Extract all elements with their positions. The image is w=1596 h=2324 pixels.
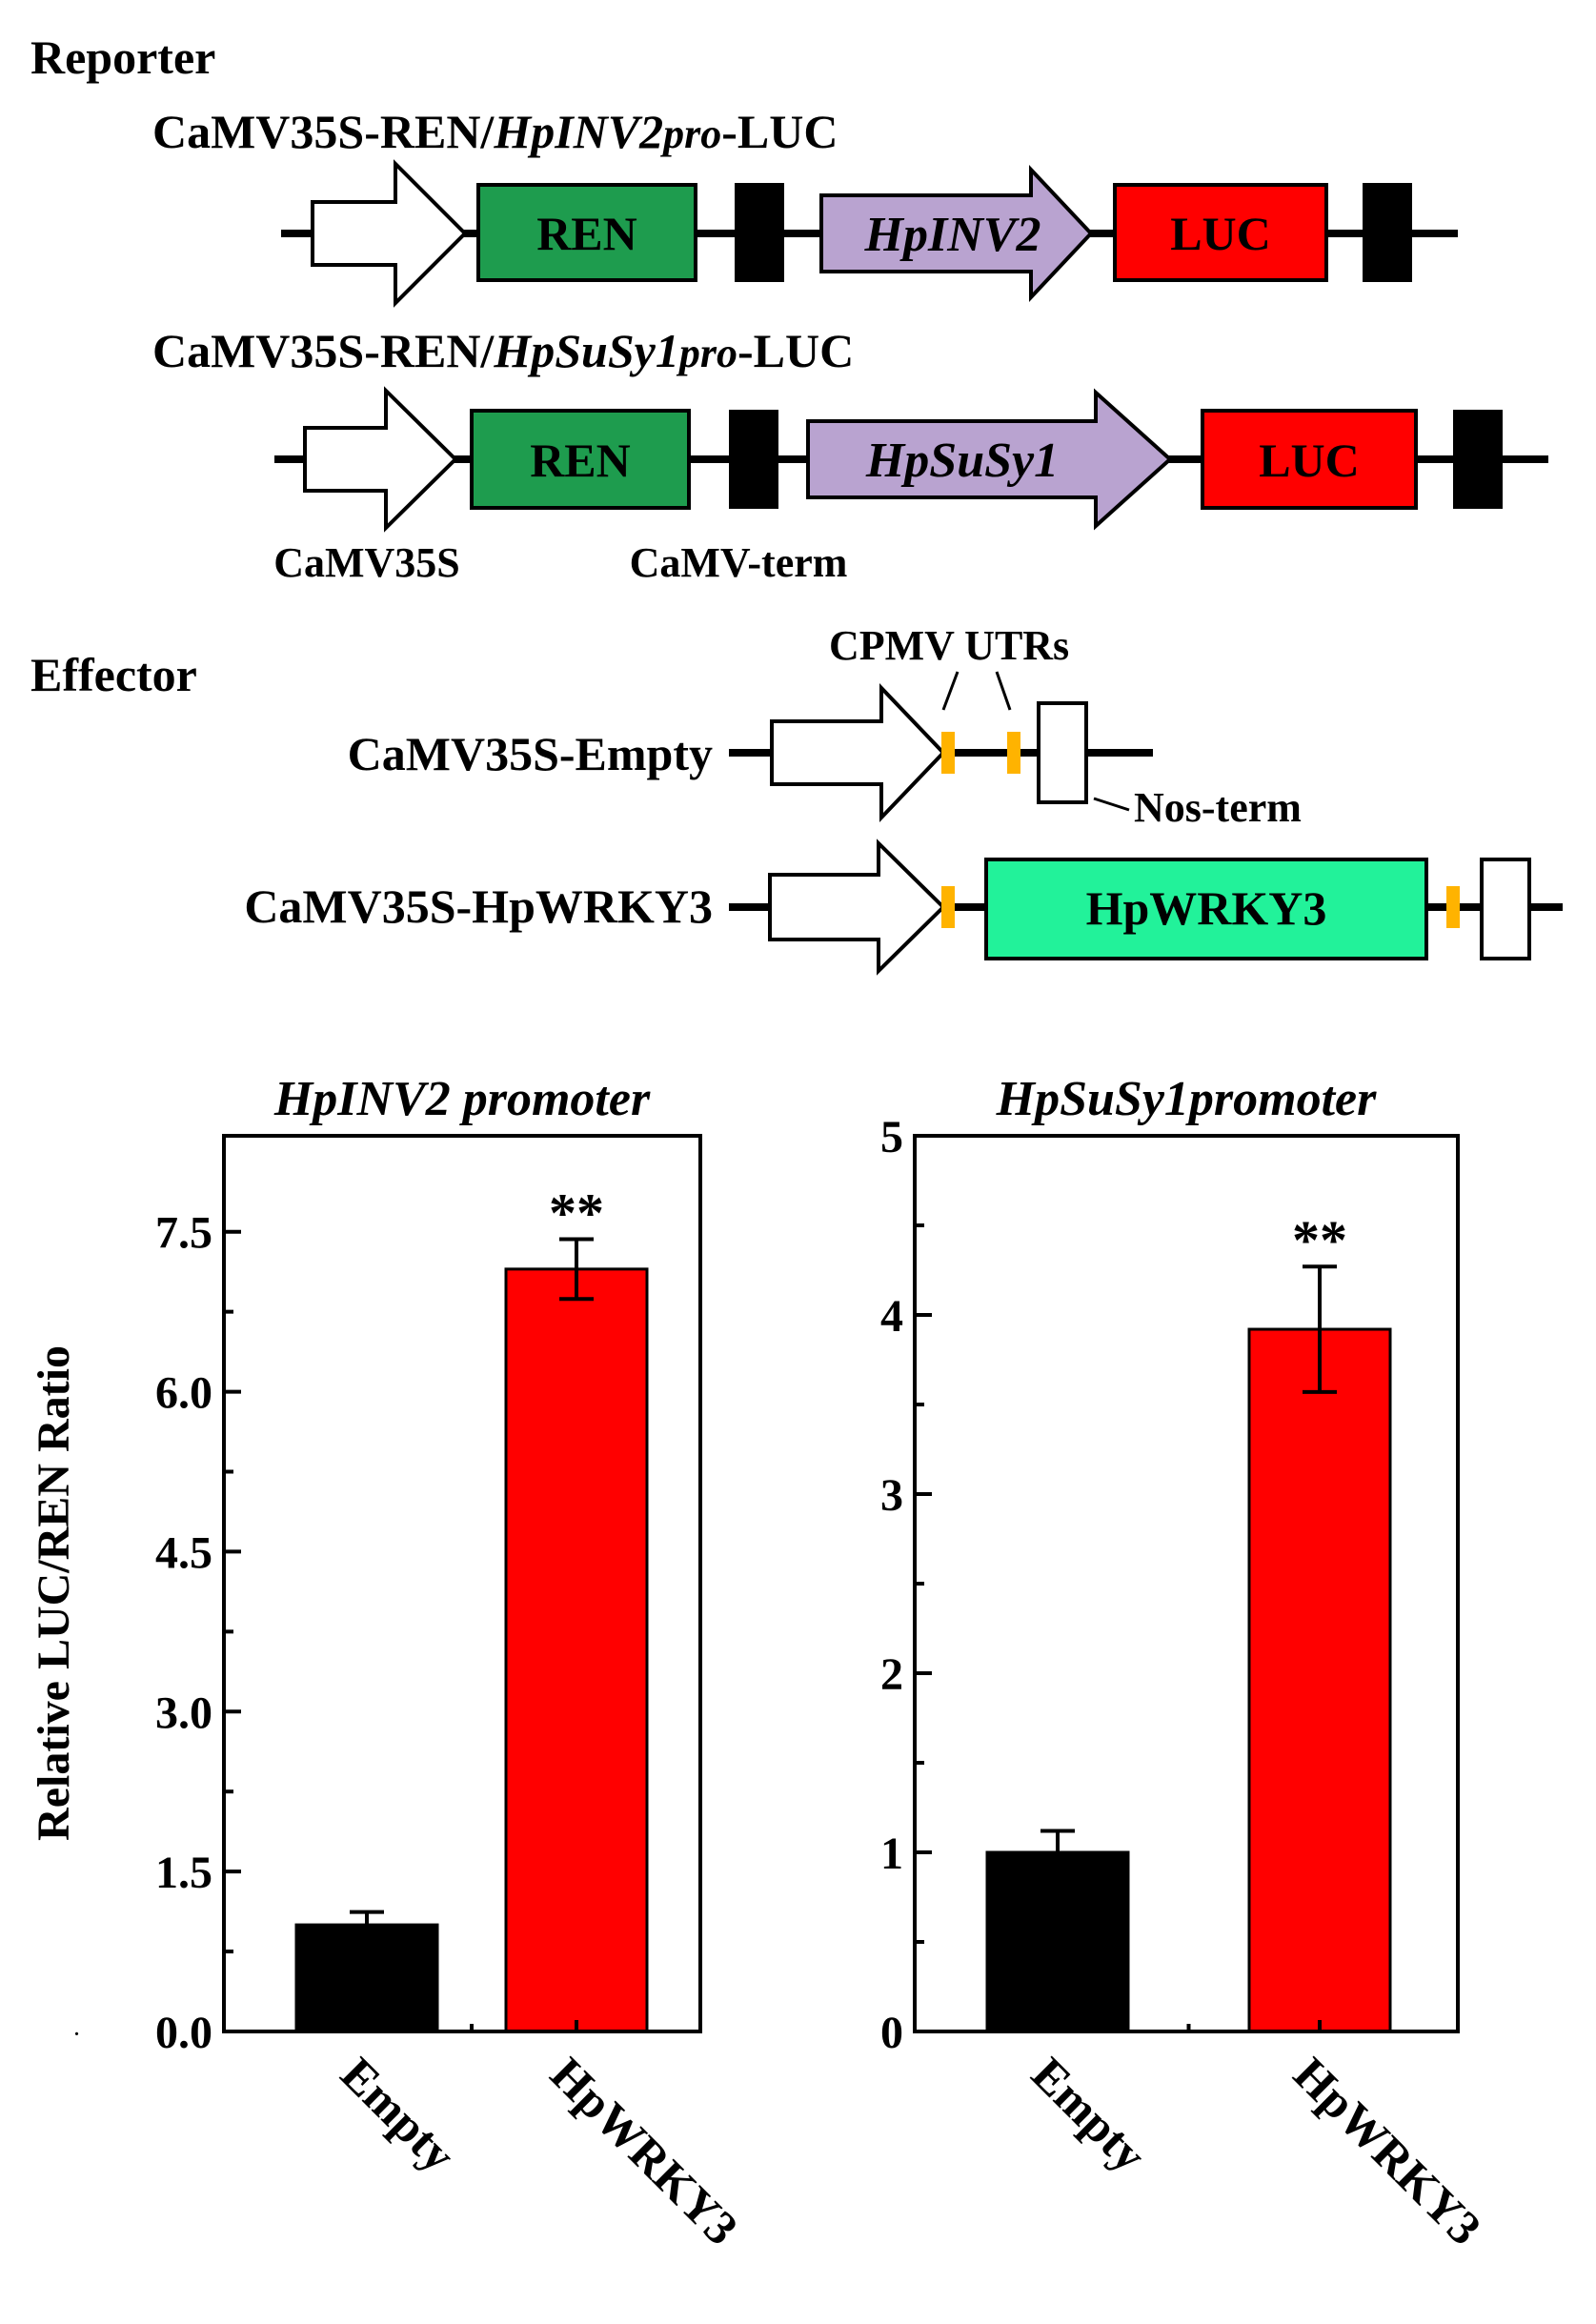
- luc-box: [1113, 183, 1328, 282]
- reporter-construct1-diagram: REN HpINV2 LUC: [281, 159, 1458, 308]
- construct1-prefix: CaMV35S-REN/: [152, 105, 495, 158]
- bar-hpwrky3: [504, 1267, 649, 2033]
- hpinv2-box-label: HpINV2: [864, 208, 1041, 262]
- ren-box: [476, 183, 697, 282]
- terminator-block: [1363, 183, 1412, 282]
- effector-heading: Effector: [30, 648, 197, 701]
- camv-terminator-block: [735, 183, 784, 282]
- construct2-pro: pro: [676, 330, 737, 376]
- hpwrky3-box: [984, 858, 1428, 960]
- y-tick-label: 6.0: [155, 1368, 212, 1419]
- y-tick-label: 5: [880, 1112, 903, 1162]
- utr-pointer-line: [941, 671, 960, 711]
- reporter-section: Reporter CaMV35S-REN/HpINV2pro-LUC REN H…: [30, 30, 1548, 586]
- camv35s-promoter-arrow: [768, 839, 946, 976]
- construct1-suffix: -LUC: [721, 105, 838, 158]
- cpmv-utr-5: [941, 732, 955, 774]
- construct2-suffix: -LUC: [737, 324, 854, 377]
- x-tick-label: Empty: [331, 2047, 466, 2182]
- effector-wrky-diagram: HpWRKY3: [729, 839, 1563, 976]
- hpinv2-promoter-arrow: [819, 164, 1094, 303]
- reporter-construct2-title: CaMV35S-REN/HpSuSy1pro-LUC: [152, 324, 854, 377]
- ren-label: REN: [536, 207, 637, 260]
- y-tick-label: 1: [880, 1829, 903, 1879]
- plot-frame: [913, 1134, 1460, 2033]
- cpmv-utr-3: [1007, 732, 1020, 774]
- terminator-block: [1453, 410, 1503, 509]
- effector-section: Effector CPMV UTRs CaMV35S-Empty Nos-ter…: [30, 622, 1563, 976]
- hpsusy1-promoter-arrow: [806, 388, 1173, 531]
- nos-terminator-box: [1037, 701, 1088, 804]
- significance-label: **: [1292, 1209, 1347, 1271]
- reporter-construct2-diagram: REN HpSuSy1 LUC: [274, 386, 1548, 533]
- construct1-pro: pro: [659, 111, 721, 157]
- cpmv-utr-3: [1446, 886, 1460, 928]
- construct2-gene: HpSuSy1: [493, 324, 679, 377]
- camv-term-label: CaMV-term: [630, 539, 848, 586]
- x-tick-label: HpWRKY3: [1283, 2047, 1491, 2254]
- luc-label: LUC: [1259, 434, 1360, 487]
- y-tick-label: 0.0: [155, 2008, 212, 2058]
- y-tick-label: 3.0: [155, 1687, 212, 1738]
- effector-empty-label: CaMV35S-Empty: [348, 727, 713, 780]
- bar-empty: [985, 1850, 1130, 2033]
- camv-terminator-block: [729, 410, 778, 509]
- significance-label: **: [549, 1182, 604, 1244]
- construct2-prefix: CaMV35S-REN/: [152, 324, 495, 377]
- ren-box: [470, 409, 691, 510]
- luc-label: LUC: [1170, 207, 1271, 260]
- reporter-heading: Reporter: [30, 30, 215, 84]
- plot-frame: [222, 1134, 702, 2033]
- y-tick-label: 4: [880, 1291, 903, 1342]
- construct1-gene: HpINV2: [493, 105, 663, 158]
- utr-pointer-line: [995, 671, 1012, 711]
- x-tick-label: HpWRKY3: [540, 2047, 748, 2254]
- y-tick-label: 4.5: [155, 1527, 212, 1578]
- hpwrky3-box-label: HpWRKY3: [1086, 881, 1327, 935]
- camv35s-label: CaMV35S: [273, 539, 460, 586]
- cpmv-utrs-label: CPMV UTRs: [829, 622, 1069, 669]
- hpsusy1-box-label: HpSuSy1: [865, 434, 1059, 488]
- camv35s-promoter-arrow: [770, 683, 946, 822]
- reporter-construct1-title: CaMV35S-REN/HpINV2pro-LUC: [152, 105, 838, 158]
- camv35s-promoter-arrow: [311, 159, 468, 308]
- x-tick-label: Empty: [1021, 2047, 1157, 2182]
- chart-title: HpSuSy1promoter: [996, 1072, 1377, 1126]
- y-tick-label: 2: [880, 1649, 903, 1700]
- bar-hpwrky3: [1247, 1327, 1392, 2033]
- bar-empty: [294, 1923, 439, 2033]
- cpmv-utr-5: [941, 886, 955, 928]
- effector-wrky-label: CaMV35S-HpWRKY3: [244, 879, 713, 933]
- camv35s-promoter-arrow: [303, 386, 458, 533]
- nos-term-label: Nos-term: [1134, 784, 1302, 831]
- ren-label: REN: [530, 434, 631, 487]
- effector-empty-diagram: [729, 683, 1153, 822]
- nos-pointer-line: [1093, 797, 1130, 812]
- chart-title: HpINV2 promoter: [273, 1072, 651, 1126]
- y-tick-label: 1.5: [155, 1848, 212, 1898]
- stray-dot: .: [74, 2019, 79, 2040]
- y-tick-label: 0: [880, 2008, 903, 2058]
- nos-terminator-box: [1480, 858, 1531, 960]
- y-tick-label: 7.5: [155, 1208, 212, 1259]
- luc-box: [1201, 409, 1418, 510]
- y-axis-label: Relative LUC/REN Ratio: [29, 1345, 79, 1841]
- y-tick-label: 3: [880, 1470, 903, 1521]
